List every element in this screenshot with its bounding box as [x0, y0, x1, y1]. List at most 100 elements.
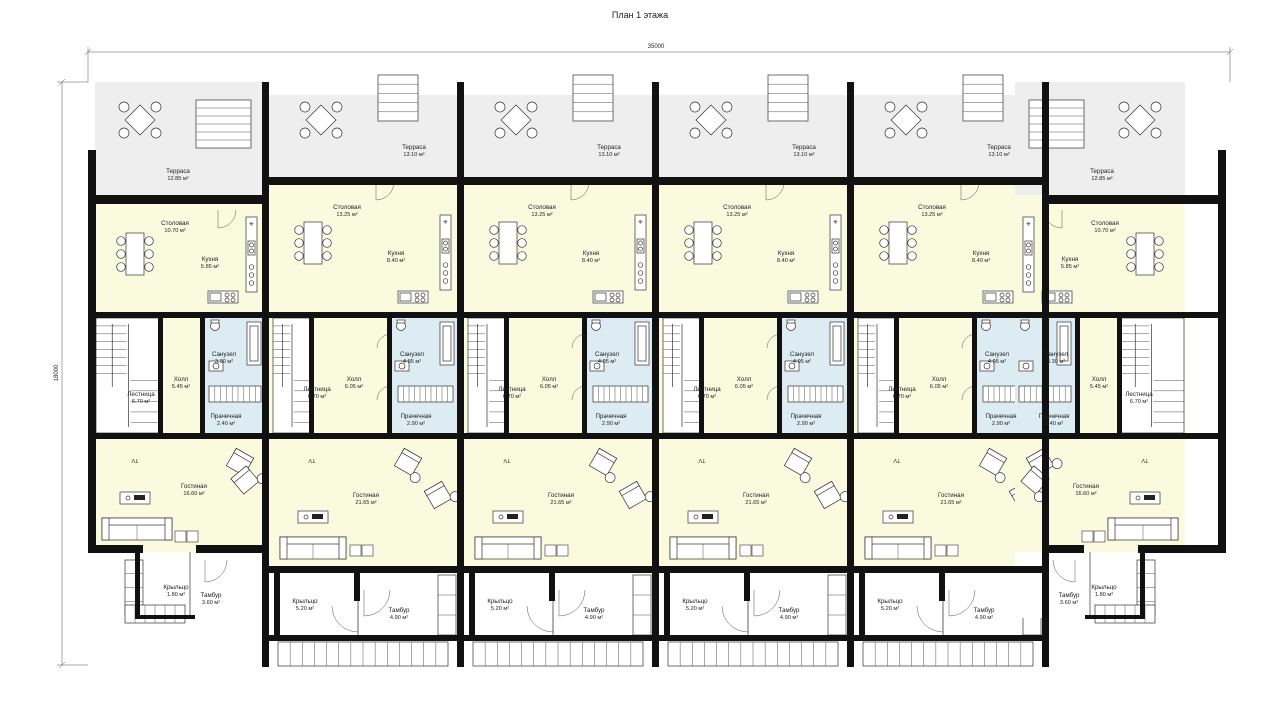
wall — [1138, 545, 1226, 553]
laundry-area: 2.40 м² — [1045, 421, 1063, 427]
wall — [158, 318, 163, 433]
dining-chair — [879, 238, 889, 248]
patio-chair — [118, 127, 130, 139]
oven — [209, 292, 222, 302]
terrace-area: 13.10 м² — [403, 152, 424, 158]
wall — [464, 433, 652, 439]
dining-chair — [294, 238, 304, 248]
kitchen-area: 8.40 м² — [387, 258, 405, 264]
sofa-arm — [533, 536, 542, 560]
window-frame — [946, 544, 959, 557]
wall — [464, 312, 652, 318]
porch-vestibule-area — [463, 572, 653, 635]
bathroom-area: 3.30 м² — [215, 359, 233, 365]
bathroom-area: 3.30 м² — [1047, 359, 1065, 365]
vestibule-area: 4.90 м² — [975, 615, 993, 621]
sofa-arm — [279, 536, 288, 560]
wall — [854, 635, 1042, 641]
window-frame — [934, 544, 947, 557]
terrace-area: 12.85 м² — [167, 176, 188, 182]
terrace-area: 13.10 м² — [598, 152, 619, 158]
burner — [442, 270, 449, 276]
burner — [248, 280, 255, 286]
sofa-arm — [728, 536, 737, 560]
dining-chair — [294, 225, 304, 235]
window — [947, 545, 958, 556]
vestibule-name: Тамбур — [389, 607, 411, 614]
sofa-arm — [1170, 517, 1179, 541]
wall — [664, 573, 670, 641]
stairs-area: 6.70 м² — [893, 394, 911, 400]
patio-chair — [689, 127, 701, 139]
hob-burner — [1005, 297, 1011, 303]
terrace-steps — [767, 74, 809, 122]
dining-chair — [712, 238, 722, 248]
hood-icon: ✳ — [443, 219, 448, 226]
dining-chair — [322, 238, 332, 248]
door-swing — [526, 605, 554, 633]
hall-area: 5.45 м² — [1090, 384, 1108, 390]
wall — [699, 318, 704, 433]
wall — [777, 318, 782, 433]
side-table — [1051, 458, 1063, 470]
hall-area: 6.05 м² — [930, 384, 948, 390]
patio-chair — [884, 127, 896, 139]
bathtub-basin — [1059, 325, 1069, 362]
patio-chair — [299, 127, 311, 139]
sofa-back — [474, 536, 542, 545]
dining-chair — [144, 262, 154, 272]
stairs-name: Лестница — [127, 391, 155, 398]
dining-area: 13.25 м² — [531, 212, 552, 218]
terrace-area: 13.10 м² — [793, 152, 814, 158]
sofa-back — [1107, 517, 1179, 526]
door-swing — [331, 605, 359, 633]
window-frame — [349, 544, 362, 557]
kitchen-name: Кухня — [778, 250, 795, 257]
armchair — [978, 447, 1008, 484]
tv-knob — [498, 514, 504, 520]
armchair — [393, 447, 423, 484]
hob-burner — [230, 292, 236, 298]
wall — [1075, 318, 1080, 433]
kitchen-area: 8.40 м² — [972, 258, 990, 264]
living-name: Гостиная — [938, 492, 964, 499]
patio-chair — [150, 127, 162, 139]
dining-area: 13.25 м² — [336, 212, 357, 218]
burner — [637, 262, 644, 268]
window-frame — [1081, 530, 1094, 543]
wall — [464, 177, 652, 185]
porch-area: 5.20 м² — [881, 606, 899, 612]
patio-chair — [1118, 127, 1130, 139]
patio-table — [695, 104, 727, 136]
dining-table — [693, 221, 713, 265]
hob-burner — [1005, 292, 1011, 298]
dining-chair — [116, 249, 126, 259]
terrace-area: 13.10 м² — [988, 152, 1009, 158]
hob-burner — [810, 297, 816, 303]
bathroom-name: Санузел — [790, 351, 814, 358]
laundry-area: 2.90 м² — [992, 421, 1010, 427]
tv-screen — [702, 514, 713, 519]
vestibule-area: 3.60 м² — [1060, 600, 1078, 606]
patio-table — [305, 104, 337, 136]
dining-area: 10.70 м² — [1094, 228, 1115, 234]
patio-chair — [721, 127, 733, 139]
tv-mark: TV — [503, 457, 510, 463]
armchair-back — [596, 447, 618, 464]
patio-table — [124, 104, 156, 136]
porch-name: Крыльцо — [292, 598, 318, 605]
hob-burner — [810, 292, 816, 298]
dining-chair — [879, 225, 889, 235]
laundry-name: Прачечная — [985, 413, 1016, 420]
side-table — [799, 472, 811, 484]
dining-name: Столовая — [723, 204, 751, 211]
dining-table — [888, 221, 908, 265]
unit-end-right: ✳TV — [1015, 82, 1185, 624]
vestibule-name: Тамбур — [201, 592, 223, 599]
patio-chair — [721, 101, 733, 113]
unit-end-left: ✳TV — [95, 82, 268, 624]
burner — [1025, 280, 1032, 286]
sofa-arm — [864, 536, 873, 560]
tv-screen — [897, 514, 908, 519]
laundry-name: Прачечная — [210, 413, 241, 420]
